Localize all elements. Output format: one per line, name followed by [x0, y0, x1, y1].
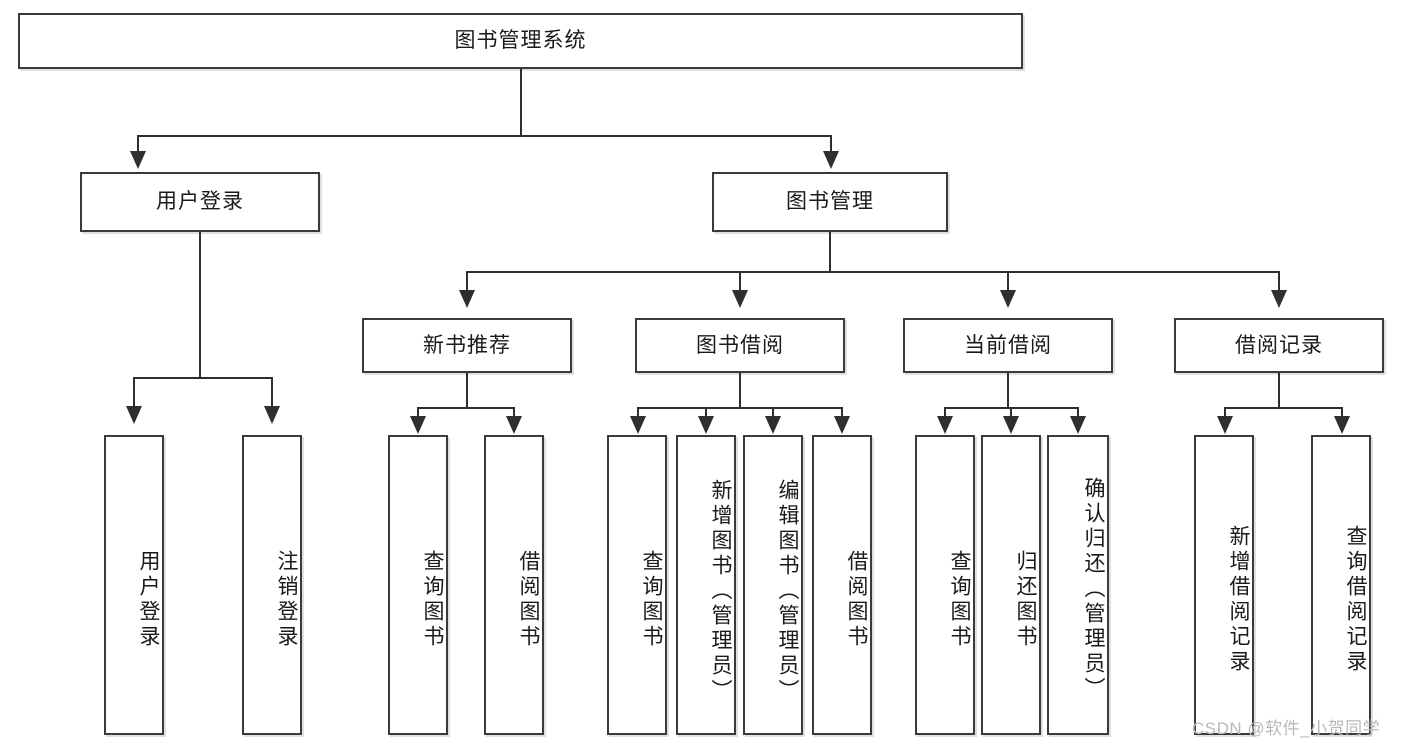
edge-book-manage-to-l3-3 [1007, 271, 1009, 293]
edge-book-borrow-bar [637, 407, 843, 409]
edge-new-book-to-leaf-2 [513, 407, 515, 419]
arrow-borrow-record-to-leaf-1 [1217, 416, 1233, 434]
leaf-user-login-login[interactable]: 用户登录 [104, 435, 164, 735]
edge-book-manage-stem [829, 232, 831, 272]
edge-book-manage-to-l3-4 [1278, 271, 1280, 293]
arrow-book-borrow-to-leaf-4 [834, 416, 850, 434]
arrow-book-borrow-to-leaf-2 [698, 416, 714, 434]
node-new-book-recommend[interactable]: 新书推荐 [362, 318, 572, 373]
edge-borrow-record-stem [1278, 373, 1280, 408]
node-root-library-system[interactable]: 图书管理系统 [18, 13, 1023, 69]
edge-new-book-bar [417, 407, 515, 409]
node-label: 图书管理 [786, 190, 874, 214]
node-label: 图书借阅 [696, 333, 784, 357]
node-current-borrow[interactable]: 当前借阅 [903, 318, 1113, 373]
arrow-root-to-book-manage [823, 151, 839, 169]
edge-user-login-stem [199, 232, 201, 378]
node-label: 借阅记录 [1235, 333, 1323, 357]
arrow-current-borrow-to-leaf-2 [1003, 416, 1019, 434]
arrow-new-book-to-leaf-1 [410, 416, 426, 434]
edge-user-login-to-leaf-2 [271, 377, 273, 409]
edge-current-borrow-stem [1007, 373, 1009, 408]
leaf-user-login-logout[interactable]: 注销登录 [242, 435, 302, 735]
arrow-user-login-to-leaf-1 [126, 406, 142, 424]
leaf-current-borrow-return[interactable]: 归还图书 [981, 435, 1041, 735]
edge-book-manage-to-l3-1 [466, 271, 468, 293]
node-label: 新增图书（管理员） [709, 478, 732, 704]
leaf-book-borrow-add[interactable]: 新增图书（管理员） [676, 435, 736, 735]
leaf-book-borrow-borrow[interactable]: 借阅图书 [812, 435, 872, 735]
node-borrow-record[interactable]: 借阅记录 [1174, 318, 1384, 373]
node-label: 用户登录 [137, 550, 160, 650]
node-label: 查询图书 [421, 550, 444, 650]
edge-root-to-book-manage [830, 135, 832, 155]
edge-user-login-to-leaf-1 [133, 377, 135, 409]
leaf-borrow-record-query[interactable]: 查询借阅记录 [1311, 435, 1371, 735]
leaf-current-borrow-query[interactable]: 查询图书 [915, 435, 975, 735]
leaf-book-borrow-query[interactable]: 查询图书 [607, 435, 667, 735]
edge-borrow-record-bar [1224, 407, 1342, 409]
arrow-root-to-user-login [130, 151, 146, 169]
edge-book-borrow-to-leaf-4 [841, 407, 843, 419]
node-label: 查询图书 [640, 550, 663, 650]
edge-book-manage-to-l3-2 [739, 271, 741, 293]
node-label: 查询图书 [948, 550, 971, 650]
edge-root-stem [520, 69, 522, 136]
edge-root-bar [137, 135, 832, 137]
arrow-new-book-to-leaf-2 [506, 416, 522, 434]
node-book-management[interactable]: 图书管理 [712, 172, 948, 232]
edge-borrow-record-to-leaf-1 [1224, 407, 1226, 419]
edge-borrow-record-to-leaf-2 [1341, 407, 1343, 419]
arrow-book-manage-to-l3-2 [732, 290, 748, 308]
leaf-new-book-borrow[interactable]: 借阅图书 [484, 435, 544, 735]
leaf-borrow-record-add[interactable]: 新增借阅记录 [1194, 435, 1254, 735]
node-label: 借阅图书 [517, 550, 540, 650]
arrow-book-manage-to-l3-1 [459, 290, 475, 308]
edge-user-login-bar [133, 377, 273, 379]
node-label: 注销登录 [275, 550, 298, 650]
arrow-book-manage-to-l3-3 [1000, 290, 1016, 308]
arrow-current-borrow-to-leaf-1 [937, 416, 953, 434]
csdn-watermark: CSDN @软件_小贺同学 [1192, 719, 1381, 738]
node-label: 新书推荐 [423, 333, 511, 357]
edge-book-manage-bar [466, 271, 1279, 273]
arrow-user-login-to-leaf-2 [264, 406, 280, 424]
leaf-book-borrow-edit[interactable]: 编辑图书（管理员） [743, 435, 803, 735]
edge-current-borrow-to-leaf-2 [1010, 407, 1012, 419]
node-label: 图书管理系统 [454, 29, 587, 53]
edge-book-borrow-stem [739, 373, 741, 408]
edge-current-borrow-to-leaf-3 [1077, 407, 1079, 419]
node-label: 编辑图书（管理员） [776, 478, 799, 704]
edge-book-borrow-to-leaf-1 [637, 407, 639, 419]
arrow-current-borrow-to-leaf-3 [1070, 416, 1086, 434]
edge-root-to-user-login [137, 135, 139, 155]
node-label: 用户登录 [156, 190, 244, 214]
edge-new-book-to-leaf-1 [417, 407, 419, 419]
leaf-new-book-query[interactable]: 查询图书 [388, 435, 448, 735]
node-label: 借阅图书 [845, 550, 868, 650]
node-label: 当前借阅 [964, 333, 1052, 357]
leaf-current-borrow-confirm-return[interactable]: 确认归还（管理员） [1047, 435, 1109, 735]
edge-current-borrow-to-leaf-1 [944, 407, 946, 419]
node-label: 查询借阅记录 [1344, 525, 1367, 675]
arrow-borrow-record-to-leaf-2 [1334, 416, 1350, 434]
arrow-book-manage-to-l3-4 [1271, 290, 1287, 308]
edge-book-borrow-to-leaf-3 [772, 407, 774, 419]
node-book-borrow[interactable]: 图书借阅 [635, 318, 845, 373]
node-label: 确认归还（管理员） [1082, 476, 1105, 702]
arrow-book-borrow-to-leaf-1 [630, 416, 646, 434]
arrow-book-borrow-to-leaf-3 [765, 416, 781, 434]
edge-book-borrow-to-leaf-2 [705, 407, 707, 419]
node-label: 新增借阅记录 [1227, 525, 1250, 675]
edge-new-book-stem [466, 373, 468, 408]
node-label: 归还图书 [1014, 550, 1037, 650]
node-user-login[interactable]: 用户登录 [80, 172, 320, 232]
